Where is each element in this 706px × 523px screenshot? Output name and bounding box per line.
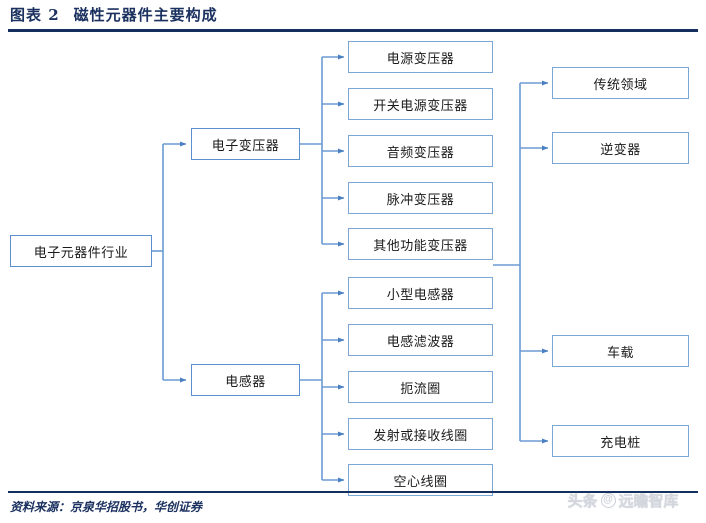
node-leaf-inductor-4[interactable]: 发射或接收线圈: [348, 418, 493, 450]
diagram-canvas: 电子元器件行业 电子变压器 电感器 电源变压器 开关电源变压器 音频变压器 脉冲…: [0, 32, 706, 496]
node-leaf-inductor-2[interactable]: 电感滤波器: [348, 324, 493, 356]
node-leaf-inductor-3[interactable]: 扼流圈: [348, 371, 493, 403]
node-leaf-transformer-3[interactable]: 音频变压器: [348, 135, 493, 167]
connector-lines: [152, 54, 549, 483]
node-leaf-transformer-1[interactable]: 电源变压器: [348, 41, 493, 73]
node-application-charging-pile[interactable]: 充电桩: [552, 425, 689, 457]
source-note: 资料来源：京泉华招股书，华创证券: [10, 500, 203, 514]
node-root[interactable]: 电子元器件行业: [10, 235, 152, 267]
node-leaf-transformer-5[interactable]: 其他功能变压器: [348, 228, 493, 260]
node-application-automotive[interactable]: 车载: [552, 335, 689, 367]
node-branch-inductor[interactable]: 电感器: [191, 364, 300, 396]
watermark-right-text: 远瞻智库: [618, 492, 679, 510]
figure-label: 图表 2: [10, 6, 60, 24]
header-divider: [8, 29, 698, 32]
node-leaf-transformer-4[interactable]: 脉冲变压器: [348, 182, 493, 214]
page-title: 图表 2 磁性元器件主要构成: [10, 3, 670, 27]
node-leaf-inductor-1[interactable]: 小型电感器: [348, 277, 493, 309]
figure-title-text: 磁性元器件主要构成: [73, 6, 218, 24]
footer-divider: [8, 491, 698, 493]
node-branch-transformer[interactable]: 电子变压器: [191, 128, 300, 160]
node-application-inverter[interactable]: 逆变器: [552, 132, 689, 164]
watermark: 头条 @ 远瞻智库: [548, 487, 698, 513]
node-application-traditional[interactable]: 传统领域: [552, 67, 689, 99]
watermark-left-text: 头条: [567, 492, 598, 510]
node-leaf-inductor-5[interactable]: 空心线圈: [348, 464, 493, 496]
at-icon: @: [600, 492, 616, 508]
node-leaf-transformer-2[interactable]: 开关电源变压器: [348, 88, 493, 120]
